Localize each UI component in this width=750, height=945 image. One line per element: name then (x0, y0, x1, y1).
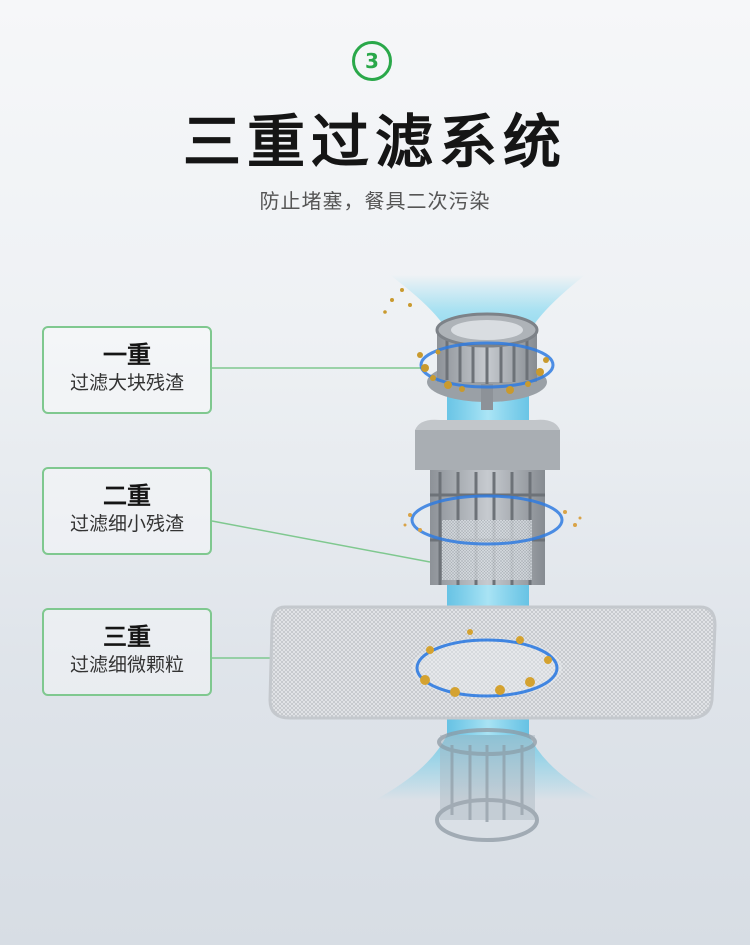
filter-label-first: 一重 过滤大块残渣 (42, 326, 212, 414)
filter-desc-label: 过滤细小残渣 (69, 513, 184, 535)
fine-filter-cup (403, 419, 582, 585)
step-number-icon: 3 (352, 41, 392, 81)
filter-level-label: 三重 (103, 623, 151, 651)
header: 3 三重过滤系统 防止堵塞，餐具二次污染 (0, 0, 750, 230)
filter-level-label: 二重 (103, 482, 151, 510)
filter-label-second: 二重 过滤细小残渣 (42, 467, 212, 555)
water-funnel-top (390, 275, 585, 345)
connector-line-2 (211, 520, 431, 563)
filter-level-label: 一重 (103, 341, 151, 369)
micro-mesh-filter (268, 605, 717, 720)
filter-desc-label: 过滤大块残渣 (69, 372, 184, 394)
page-subtitle: 防止堵塞，餐具二次污染 (259, 189, 491, 213)
coarse-filter-basket (383, 288, 555, 410)
drain-base (435, 728, 539, 842)
page-title: 三重过滤系统 (182, 108, 567, 176)
filter-desc-label: 过滤细微颗粒 (69, 654, 184, 676)
filter-label-third: 三重 过滤细微颗粒 (42, 608, 212, 696)
